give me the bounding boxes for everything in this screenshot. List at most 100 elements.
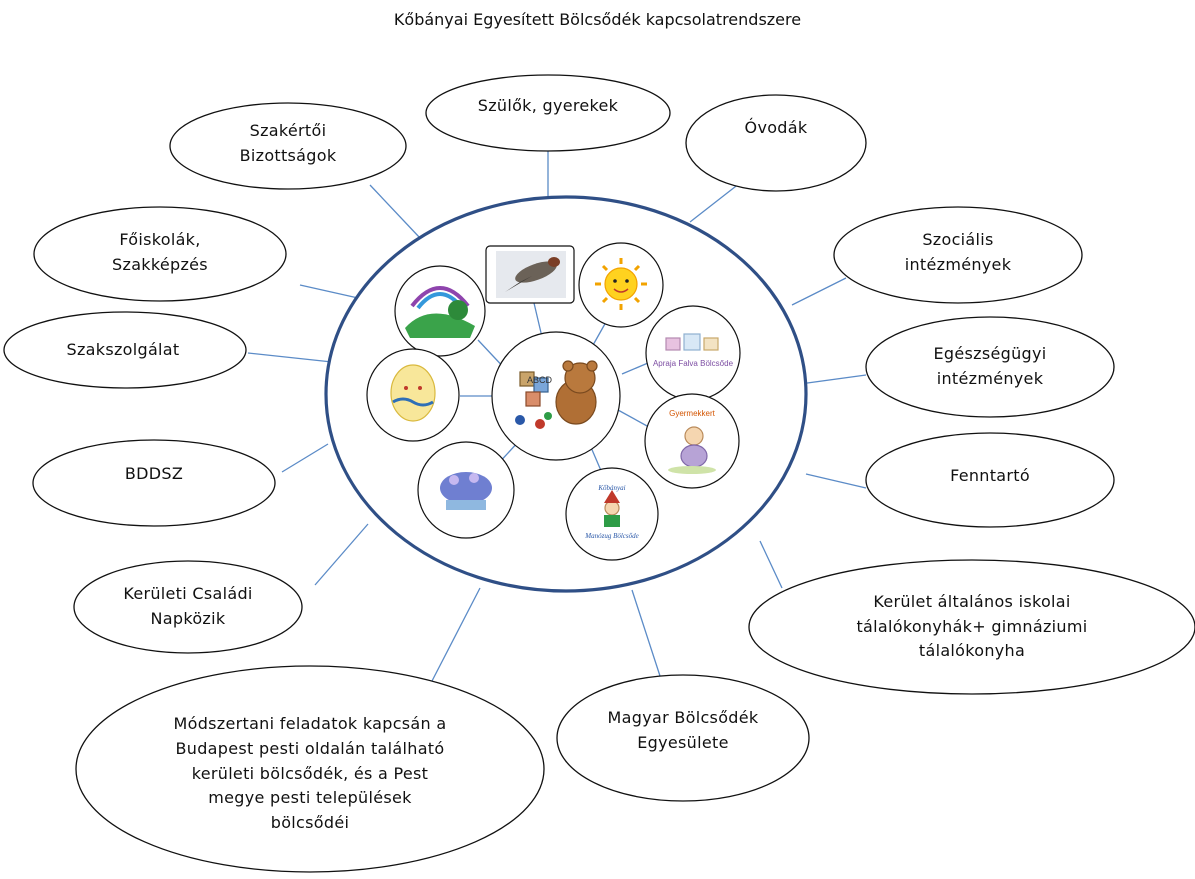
logo-egg xyxy=(366,348,460,442)
logo-kobanyai-gnome-body xyxy=(604,515,620,527)
node-ovodak-shape xyxy=(685,94,867,192)
logo-kobanyai-title: Kőbányai xyxy=(597,484,625,492)
logo-kobanyai: Kőbányai Manózug Bölcsőde xyxy=(565,467,659,561)
logo-center-bear-head xyxy=(564,362,596,394)
node-bddsz-shape xyxy=(32,439,276,527)
outer-nodes xyxy=(3,74,1195,873)
logo-bird-head xyxy=(548,257,560,267)
connector-ovodak xyxy=(689,182,741,223)
logo-sun xyxy=(578,242,664,328)
logo-aprajafalva-circle xyxy=(645,305,741,401)
logo-aprajafalva: Apraja Falva Bölcsőde xyxy=(645,305,741,401)
logo-center-ball xyxy=(515,415,525,425)
node-egeszsegugyi: Egészségügyi intézmények xyxy=(933,344,1047,388)
connector-fenntarto xyxy=(805,473,867,489)
connector-egeszsegugyi xyxy=(799,374,867,385)
logo-sun-face xyxy=(604,267,638,301)
connector-bddsz xyxy=(281,443,329,473)
logo-aprajafalva-house xyxy=(665,337,681,351)
spoke-kobanyai xyxy=(589,444,603,474)
connector-szakertoi xyxy=(369,184,421,239)
logo-center-letters: ABCD xyxy=(527,375,553,385)
connector-foiskolak xyxy=(299,284,359,299)
logo-flowers-bush xyxy=(440,472,492,504)
logo-center-teddy: ABCD xyxy=(491,331,621,461)
diagram-title: Kőbányai Egyesített Bölcsődék kapcsolatr… xyxy=(393,10,802,29)
logo-egg-shape xyxy=(390,364,436,422)
logo-sun-eye xyxy=(625,279,629,283)
node-szakszolgalat: Szakszolgálat xyxy=(66,339,180,359)
node-talalokonyhak: Kerület általános iskolai tálalókonyhák+… xyxy=(856,591,1088,661)
logo-gyermekkert-child-body xyxy=(680,444,708,468)
node-kerueleti-csaladi-shape xyxy=(73,560,303,654)
logo-landscape xyxy=(394,265,486,357)
logo-flowers xyxy=(417,441,515,539)
node-egeszsegugyi-shape xyxy=(865,316,1115,418)
connector-modszertani xyxy=(431,587,481,682)
logo-sun-smile xyxy=(613,288,629,293)
logo-center-ball xyxy=(535,419,545,429)
node-szocialis-shape xyxy=(833,206,1083,304)
node-mbe: Magyar Bölcsődék Egyesülete xyxy=(607,708,759,752)
node-foiskolak: Főiskolák, Szakképzés xyxy=(112,230,208,274)
node-fenntarto: Fenntartó xyxy=(950,465,1030,485)
connectors xyxy=(247,150,867,682)
connector-mbe xyxy=(631,589,661,677)
node-foiskolak-shape xyxy=(33,206,287,302)
node-szakertoi-shape xyxy=(169,102,407,190)
logo-flowers-bloom xyxy=(469,473,479,483)
logo-sun-ray xyxy=(633,296,641,304)
connector-szakszolgalat xyxy=(247,352,333,363)
logo-gyermekkert-label: Gyermekkert xyxy=(669,409,716,418)
logo-center-block xyxy=(525,391,541,407)
logo-sun-ray xyxy=(601,296,609,304)
logo-sun-ray xyxy=(601,264,609,272)
logo-aprajafalva-house xyxy=(703,337,719,351)
logo-flowers-base xyxy=(446,500,486,510)
logo-landscape-tree xyxy=(448,300,468,320)
logo-center-block xyxy=(533,377,549,393)
node-szocialis: Szociális intézmények xyxy=(904,230,1012,274)
node-modszertani-shape xyxy=(75,665,545,873)
node-ovodak: Óvodák xyxy=(744,117,808,137)
connector-talalokonyhak xyxy=(759,540,783,589)
logo-sun-rays xyxy=(595,258,647,310)
node-szulok: Szülők, gyerekek xyxy=(477,95,619,115)
node-szakszolgalat-shape xyxy=(3,311,247,389)
logo-gyermekkert: Gyermekkert xyxy=(644,393,740,489)
logo-sun-ray xyxy=(633,264,641,272)
logo-center-ball xyxy=(544,412,552,420)
spoke-aprajafalva xyxy=(621,362,649,375)
node-fenntarto-shape xyxy=(865,432,1115,528)
logo-landscape-rainbow xyxy=(410,286,470,308)
node-talalokonyhak-shape xyxy=(748,559,1195,695)
node-bddsz: BDDSZ xyxy=(124,463,184,483)
logo-flowers-bloom xyxy=(449,475,459,485)
logo-aprajafalva-house xyxy=(683,333,701,351)
node-szakertoi: Szakértői Bizottságok xyxy=(239,121,337,165)
logo-bird-body xyxy=(515,261,557,283)
logo-gyermekkert-ground xyxy=(668,466,716,474)
logo-sun-eye xyxy=(613,279,617,283)
logo-kobanyai-gnome-head xyxy=(604,500,620,516)
logo-center-bear-ear xyxy=(586,360,598,372)
logo-bird-wing xyxy=(505,276,532,292)
logo-egg-face xyxy=(404,386,408,390)
logo-kobanyai-label: Manózug Bölcsőde xyxy=(584,532,638,540)
logo-circles: Apraja Falva Bölcsőde ABCD xyxy=(366,242,741,561)
logo-center-bear-ear xyxy=(562,360,574,372)
node-mbe-shape xyxy=(556,674,810,802)
logo-gyermekkert-child-head xyxy=(684,426,704,446)
node-modszertani: Módszertani feladatok kapcsán a Budapest… xyxy=(173,714,447,833)
connector-szocialis xyxy=(791,277,847,306)
logo-kobanyai-gnome-hat xyxy=(604,490,620,503)
logo-landscape-circle xyxy=(394,265,486,357)
logo-aprajafalva-label: Apraja Falva Bölcsőde xyxy=(653,359,734,368)
node-szulok-shape xyxy=(425,74,671,152)
logo-bird xyxy=(485,245,575,304)
logo-egg-waves xyxy=(392,397,434,407)
node-kerueleti-csaladi: Kerületi Családi Napközik xyxy=(123,584,253,628)
logo-center-circle xyxy=(491,331,621,461)
connector-kerueleti-csaladi xyxy=(314,523,369,586)
